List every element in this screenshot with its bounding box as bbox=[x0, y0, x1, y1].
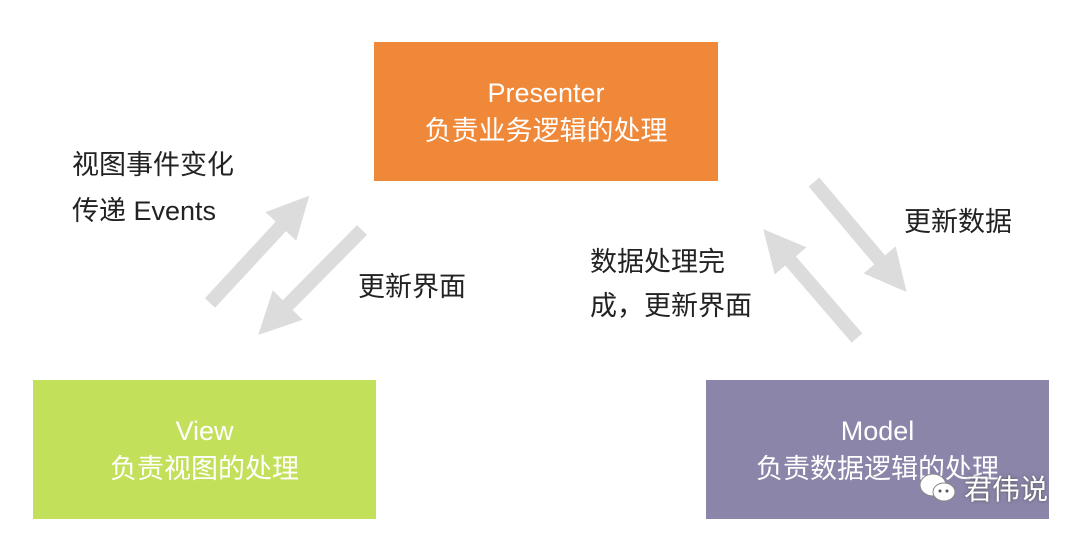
label-line: 成，更新界面 bbox=[590, 291, 752, 321]
watermark: 君伟说 bbox=[918, 468, 1048, 508]
view-title: View bbox=[175, 415, 234, 446]
presenter-desc: 负责业务逻辑的处理 bbox=[424, 115, 668, 146]
label-line: 数据处理完 bbox=[590, 247, 725, 277]
arrow-view-to-presenter bbox=[204, 195, 310, 308]
label-presenter-to-model: 更新数据 bbox=[904, 207, 1012, 237]
label-view-to-presenter: 视图事件变化 传递 Events bbox=[72, 143, 234, 233]
presenter-box: Presenter 负责业务逻辑的处理 bbox=[374, 42, 718, 181]
wechat-icon bbox=[919, 473, 956, 502]
presenter-title: Presenter bbox=[487, 77, 605, 108]
model-desc: 负责数据逻辑的处理 bbox=[756, 453, 999, 484]
view-desc: 负责视图的处理 bbox=[110, 453, 299, 484]
arrow-model-to-presenter bbox=[763, 229, 863, 343]
label-line: 视图事件变化 bbox=[72, 150, 234, 180]
watermark-text: 君伟说 bbox=[964, 474, 1049, 505]
label-presenter-to-view: 更新界面 bbox=[358, 272, 466, 302]
label-line: 传递 Events bbox=[72, 196, 217, 226]
model-title: Model bbox=[840, 415, 915, 446]
model-box: Model 负责数据逻辑的处理 bbox=[706, 380, 1049, 519]
arrow-presenter-to-view bbox=[258, 225, 367, 335]
arrow-presenter-to-model bbox=[808, 177, 907, 292]
label-model-to-presenter: 数据处理完 成，更新界面 bbox=[590, 240, 752, 328]
view-box: View 负责视图的处理 bbox=[33, 380, 376, 519]
